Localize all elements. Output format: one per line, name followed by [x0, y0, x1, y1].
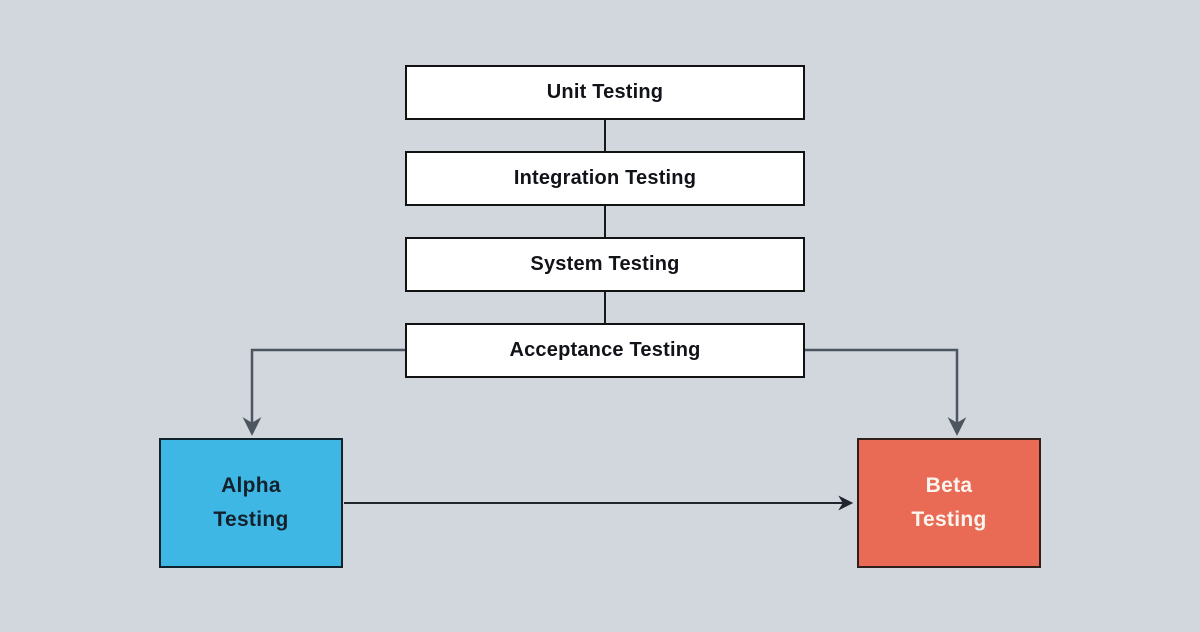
- connector-acceptance-to-alpha: [242, 348, 405, 436]
- node-unit-testing: Unit Testing: [405, 65, 805, 120]
- node-beta-testing-label-line2: Testing: [911, 508, 987, 531]
- node-alpha-testing: Alpha Testing: [159, 438, 343, 568]
- node-beta-testing: Beta Testing: [857, 438, 1041, 568]
- node-unit-testing-label: Unit Testing: [546, 81, 664, 103]
- node-integration-testing: Integration Testing: [405, 151, 805, 206]
- node-acceptance-testing-label: Acceptance Testing: [509, 339, 701, 361]
- node-alpha-testing-label-line1: Alpha: [221, 474, 281, 497]
- node-acceptance-testing: Acceptance Testing: [405, 323, 805, 378]
- node-beta-testing-label-line1: Beta: [925, 474, 973, 497]
- node-alpha-testing-label-line2: Testing: [213, 508, 289, 531]
- node-system-testing: System Testing: [405, 237, 805, 292]
- node-integration-testing-label: Integration Testing: [513, 167, 697, 189]
- node-system-testing-label: System Testing: [530, 253, 680, 275]
- connector-acceptance-to-beta: [805, 348, 967, 436]
